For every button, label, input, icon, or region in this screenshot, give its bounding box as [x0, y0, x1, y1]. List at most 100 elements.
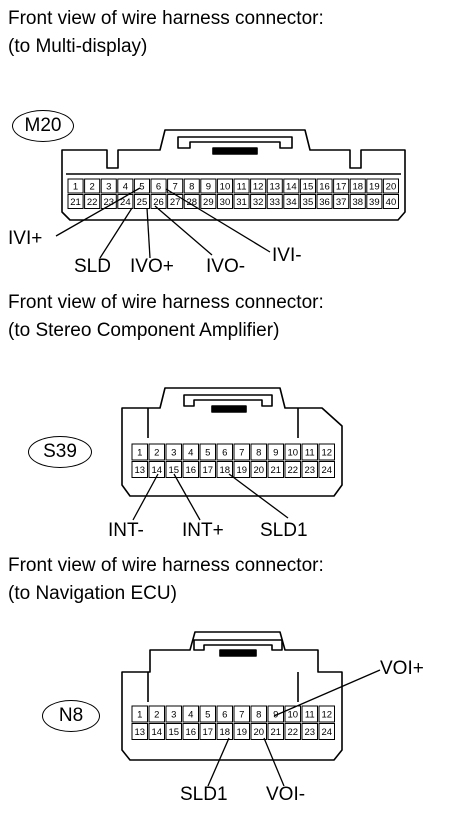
pin-cell: [182, 443, 199, 461]
pin-cell: [216, 461, 233, 478]
pin-number: 1: [73, 182, 78, 193]
label-ivi-plus: IVI+: [8, 228, 43, 249]
label-ivo-plus: IVO+: [130, 256, 174, 277]
pin-cell: [165, 723, 182, 740]
pin-number: 13: [134, 727, 145, 738]
pin-cell: [148, 723, 165, 740]
pin-cell: [165, 443, 182, 461]
pin-cell: [284, 723, 301, 740]
pin-cell: [216, 178, 233, 194]
heading-m20-line2: (to Multi-display): [8, 36, 148, 57]
pin-cell: [148, 705, 165, 723]
pin-number: 24: [321, 727, 332, 738]
pin-number: 11: [237, 182, 247, 193]
pin-number: 23: [103, 197, 114, 208]
label-ivo-minus: IVO-: [206, 256, 246, 277]
m20-housing: [61, 129, 406, 221]
connector-id-n8: N8: [42, 700, 100, 732]
pin-number: 39: [369, 197, 380, 208]
pin-number: 6: [222, 710, 227, 721]
pin-cell: [316, 194, 333, 209]
pin-number: 4: [188, 710, 193, 721]
pin-number: 1: [137, 448, 142, 459]
pin-number: 20: [253, 465, 264, 476]
s39-housing: [121, 387, 343, 497]
pin-cell: [199, 723, 216, 740]
pin-number: 18: [352, 182, 363, 193]
pin-number: 4: [188, 448, 193, 459]
label-int-minus: INT-: [108, 520, 144, 541]
pin-number: 3: [106, 182, 111, 193]
pin-number: 3: [171, 448, 176, 459]
leader-m20-sld: [99, 207, 133, 259]
pin-number: 23: [304, 727, 315, 738]
pin-number: 10: [287, 710, 298, 721]
pin-cell: [233, 705, 250, 723]
pin-number: 18: [219, 465, 230, 476]
leader-n8-voi-minus: [263, 737, 285, 787]
pin-cell: [117, 178, 134, 194]
pin-cell: [299, 194, 316, 209]
pin-number: 18: [219, 727, 230, 738]
pin-cell: [183, 194, 200, 209]
pin-cell: [200, 194, 217, 209]
pin-cell: [167, 178, 184, 194]
leader-s39-int-minus: [132, 473, 159, 521]
pin-cell: [349, 178, 366, 194]
label-ivi-minus: IVI-: [272, 245, 302, 266]
pin-cell: [67, 194, 84, 209]
pin-cell: [233, 461, 250, 478]
pin-cell: [216, 705, 233, 723]
pin-number: 31: [236, 197, 247, 208]
pin-cell: [283, 194, 300, 209]
pin-cell: [382, 194, 399, 209]
pin-cell: [199, 705, 216, 723]
pin-cell: [333, 194, 350, 209]
pin-cell: [318, 443, 335, 461]
pin-number: 2: [154, 710, 159, 721]
pin-number: 14: [286, 182, 297, 193]
pin-number: 27: [170, 197, 181, 208]
pin-number: 5: [139, 182, 144, 193]
pin-number: 3: [171, 710, 176, 721]
pin-cell: [382, 178, 399, 194]
pin-cell: [182, 705, 199, 723]
pin-cell: [266, 194, 283, 209]
pin-cell: [266, 178, 283, 194]
n8-housing: [121, 631, 343, 761]
pin-number: 7: [239, 710, 244, 721]
pin-number: 33: [269, 197, 280, 208]
leader-s39-int-plus: [173, 473, 201, 521]
pin-number: 24: [321, 465, 332, 476]
pin-cell: [131, 705, 148, 723]
pin-number: 14: [151, 727, 162, 738]
heading-m20-line1: Front view of wire harness connector:: [8, 8, 324, 29]
pin-cell: [250, 705, 267, 723]
pin-cell: [150, 178, 167, 194]
label-voi-plus: VOI+: [380, 658, 424, 679]
pin-number: 2: [154, 448, 159, 459]
pin-cell: [267, 443, 284, 461]
pin-number: 22: [287, 465, 298, 476]
pin-cell: [131, 443, 148, 461]
heading-s39-line2: (to Stereo Component Amplifier): [8, 320, 280, 341]
pin-cell: [301, 705, 318, 723]
pin-cell: [199, 461, 216, 478]
pin-cell: [165, 461, 182, 478]
label-voi-minus: VOI-: [266, 784, 306, 805]
leader-m20-ivi-plus: [55, 187, 141, 237]
heading-n8-line2: (to Navigation ECU): [8, 583, 177, 604]
pin-cell: [183, 178, 200, 194]
pin-number: 32: [253, 197, 264, 208]
pin-number: 8: [189, 182, 194, 193]
pin-cell: [131, 461, 148, 478]
pin-number: 14: [151, 465, 162, 476]
pin-number: 15: [168, 465, 179, 476]
pin-cell: [267, 723, 284, 740]
pin-number: 13: [269, 182, 280, 193]
pin-number: 10: [220, 182, 231, 193]
pin-number: 24: [120, 197, 131, 208]
